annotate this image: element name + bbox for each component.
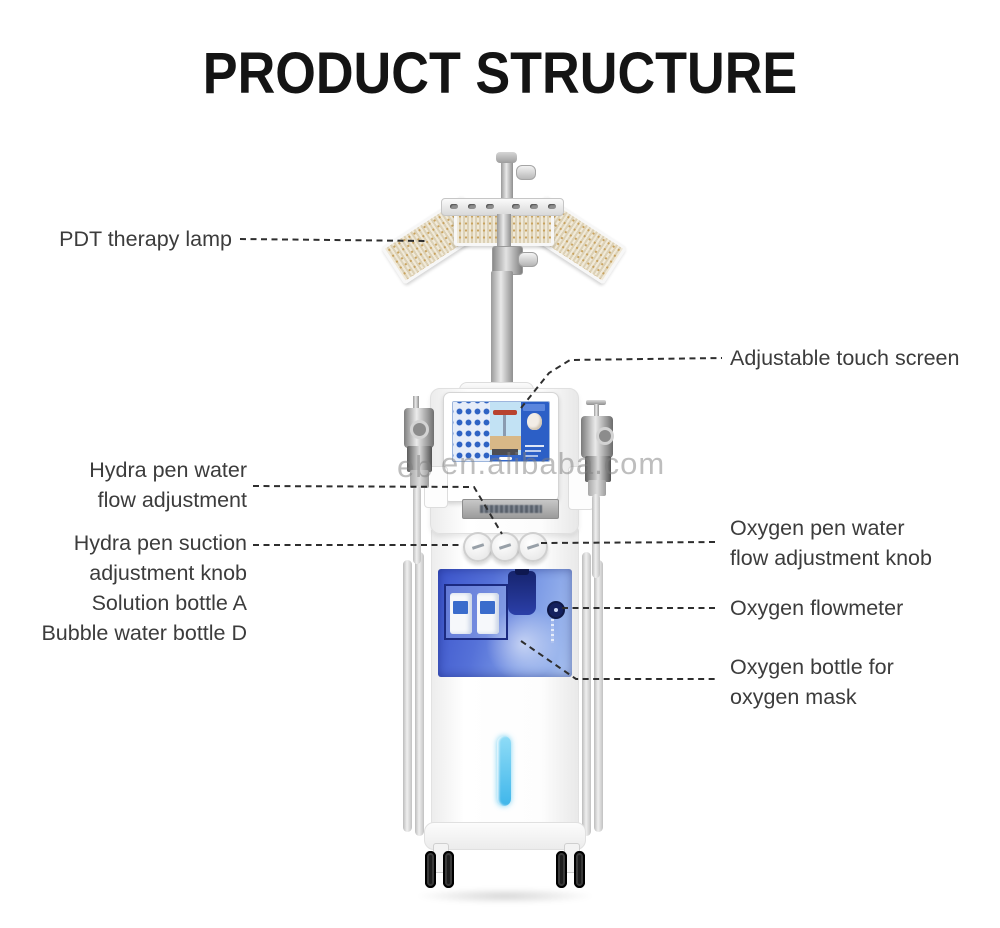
right-outer-rail: [594, 560, 603, 832]
lamp-pole-upper: [497, 214, 511, 250]
oxygen-pen-ring: [596, 427, 614, 445]
lamp-top-pin: [501, 158, 513, 202]
lamp-clamp-wing-knob: [518, 252, 538, 267]
screen-lamp-icon: [493, 410, 518, 415]
label-oxygen-flowmeter: Oxygen flowmeter: [730, 596, 904, 620]
screen-text-line: [525, 445, 545, 447]
hydra-pen-pin: [413, 396, 419, 412]
hydra-pen-ring: [410, 420, 429, 439]
hinge-screw: [486, 204, 494, 209]
floor-shadow: [415, 888, 595, 904]
oxygen-pen-head: [581, 416, 614, 458]
brand-plate-text: [480, 505, 542, 513]
oxygen-pen-cable: [592, 494, 600, 578]
label-adjustable-touch-screen: Adjustable touch screen: [730, 346, 960, 370]
caster-wheel: [425, 851, 436, 888]
knob-indicator: [526, 543, 540, 550]
hydra-pen-body: [407, 446, 432, 472]
label-pdt-therapy-lamp: PDT therapy lamp: [59, 227, 232, 251]
screen-bed-icon: [490, 436, 522, 450]
hinge-screw: [530, 204, 538, 209]
screen-icon-grid: [453, 402, 491, 461]
watermark-fragment: eb: [397, 449, 434, 484]
screen-toolbar: [490, 455, 522, 461]
oxygen-pen-collar: [588, 480, 606, 496]
solution-bottle-highlight-box: [444, 584, 508, 640]
label-oxygen-bottle-mask: Oxygen bottle for oxygen mask: [730, 655, 894, 709]
hinge-screw: [450, 204, 458, 209]
caster-wheel: [574, 851, 585, 888]
screen-face-icon: [527, 413, 543, 430]
gauge-dot: [553, 607, 558, 612]
left-inner-rail: [415, 552, 424, 836]
knob-indicator: [498, 543, 512, 550]
caster-wheel: [556, 851, 567, 888]
bubble-water-bottle-d: [477, 593, 499, 634]
touch-screen: [452, 401, 550, 462]
watermark: en.alibaba.com: [441, 446, 666, 481]
bottle-compartment-window: [438, 569, 572, 677]
oxygen-pen-body: [585, 456, 611, 482]
screen-bed-base-icon: [492, 449, 519, 455]
oxygen-flowmeter-gauge: [547, 601, 565, 619]
hydra-water-knob: [490, 532, 520, 562]
left-outer-rail: [403, 560, 412, 832]
screen-center-scene: [490, 402, 522, 461]
flowmeter-scale: [551, 619, 554, 643]
bottle-label: [480, 601, 495, 614]
right-inner-rail: [582, 552, 591, 836]
brand-plate: [462, 499, 559, 519]
caster-wheel: [443, 851, 454, 888]
screen-text-line: [525, 455, 539, 457]
solution-bottle-a: [450, 593, 472, 634]
page-title: PRODUCT STRUCTURE: [202, 41, 798, 106]
screen-panel-header: [523, 404, 546, 411]
label-oxygen-pen-water-knob: Oxygen pen water flow adjustment knob: [730, 516, 932, 570]
hinge-screw: [468, 204, 476, 209]
oxygen-water-knob: [518, 532, 548, 562]
screen-button: [499, 456, 513, 460]
hinge-screw: [548, 204, 556, 209]
label-hydra-pen-water-flow: Hydra pen water flow adjustment: [89, 458, 247, 512]
screen-lamp-pole-icon: [503, 415, 507, 437]
hydra-pen-head: [404, 408, 434, 448]
led-strip: [497, 736, 511, 806]
base-plinth: [424, 822, 586, 850]
hydra-pen-collar: [410, 470, 429, 488]
label-solution-bottle-a: Solution bottle A: [91, 591, 247, 615]
lamp-pole: [491, 271, 513, 395]
screen-text-line: [525, 450, 542, 452]
bottle-label: [453, 601, 468, 614]
oxygen-pen-plunger-stem: [594, 404, 599, 418]
hinge-screw: [512, 204, 520, 209]
label-bubble-water-bottle-d: Bubble water bottle D: [41, 621, 247, 645]
lamp-top-cap: [496, 152, 517, 163]
oxygen-bottle-cap: [515, 569, 529, 575]
hydra-suction-knob: [463, 532, 493, 562]
hydra-pen-cable: [413, 486, 421, 564]
knob-indicator: [471, 543, 485, 550]
oxygen-bottle: [508, 569, 536, 615]
lamp-top-wing-knob: [516, 165, 536, 180]
label-hydra-pen-suction-knob: Hydra pen suction adjustment knob: [73, 531, 247, 585]
